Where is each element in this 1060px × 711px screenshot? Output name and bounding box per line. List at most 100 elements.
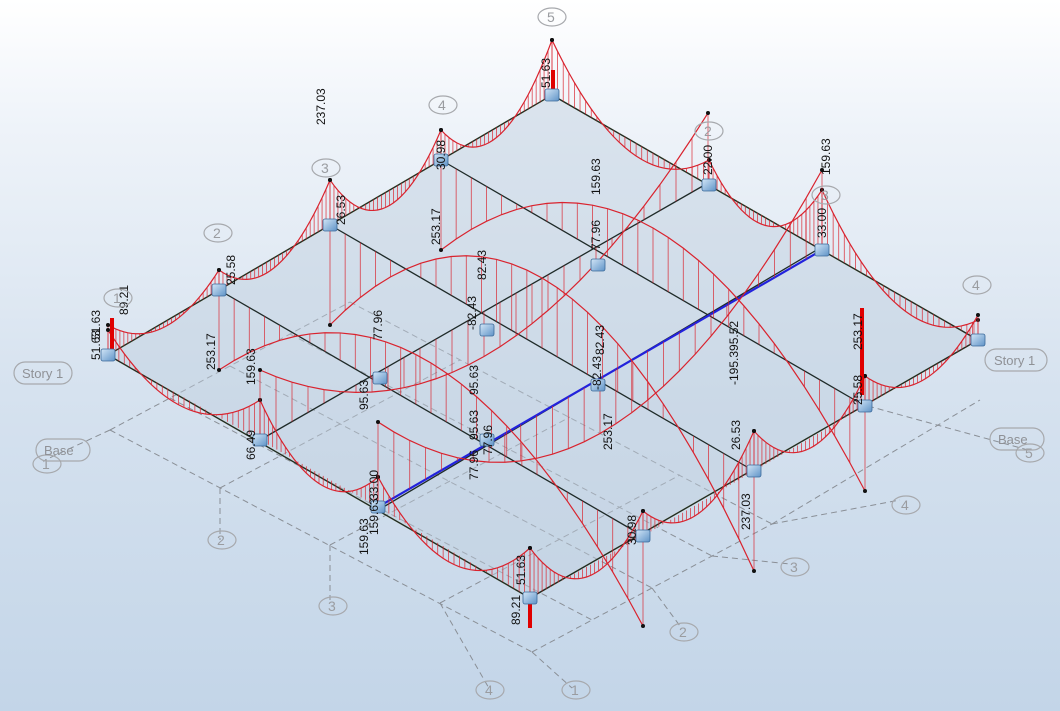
support-node[interactable] — [100, 348, 116, 362]
base-grid — [44, 301, 1029, 691]
support-node[interactable] — [252, 433, 268, 447]
moment-value: 159.63 — [819, 138, 833, 175]
support-node[interactable] — [746, 464, 762, 478]
moment-value: 237.03 — [314, 88, 328, 125]
support-node[interactable] — [372, 371, 388, 385]
svg-text:2: 2 — [217, 532, 225, 548]
bubble-story-back-right-2: 2 — [694, 121, 724, 141]
moment-diagram — [550, 38, 711, 185]
bubble-base-front-right-2: 2 — [669, 622, 699, 642]
bubble-base-front-right-3: 3 — [780, 557, 810, 577]
moment-value: 26.53 — [729, 420, 743, 450]
svg-text:4: 4 — [485, 682, 493, 698]
moment-value: -195.395.52 — [727, 321, 741, 385]
moment-value: 253.17 — [204, 333, 218, 370]
svg-text:1: 1 — [42, 456, 50, 472]
svg-text:Story 1: Story 1 — [22, 366, 63, 381]
moment-value-labels: 51.63 237.03 30.98 26.53 25.58 89.21 51.63 253.… — [89, 58, 865, 625]
moment-value: 95.63 — [357, 380, 371, 410]
grid-bubbles: 5 4 3 2 1 2 3 4 1 2 3 4 1 2 3 4 5 — [32, 7, 1045, 700]
support-node[interactable] — [479, 433, 495, 447]
moment-value: 82.43 — [593, 325, 607, 355]
moment-value: 30.98 — [625, 515, 639, 545]
moment-value: 95.63 — [467, 410, 481, 440]
support-node[interactable] — [590, 258, 606, 272]
moment-value: 77.96 — [481, 425, 495, 455]
support-node[interactable] — [211, 283, 227, 297]
svg-text:Base: Base — [998, 432, 1028, 447]
moment-diagram — [258, 111, 710, 440]
svg-text:Base: Base — [44, 443, 74, 458]
moment-value: 77.96 — [467, 450, 481, 480]
support-node[interactable] — [857, 399, 873, 413]
svg-text:5: 5 — [547, 9, 555, 25]
support-node[interactable] — [590, 378, 606, 392]
svg-text:Story 1: Story 1 — [994, 353, 1035, 368]
moment-value: 82.43 — [475, 250, 489, 280]
moment-diagram — [376, 168, 824, 507]
support-nodes — [100, 88, 986, 605]
bubble-story-back-left-3: 3 — [311, 158, 341, 178]
moment-value: 159.63 — [357, 518, 371, 555]
bubble-base-front-right-1: 1 — [561, 680, 591, 700]
bubble-story-back-right-4: 4 — [962, 275, 992, 295]
support-node[interactable] — [544, 88, 560, 102]
svg-text:3: 3 — [821, 187, 829, 203]
bubble-base-left-1: 1 — [32, 454, 62, 474]
moment-value: 51.63 — [89, 310, 103, 340]
svg-text:1: 1 — [113, 290, 121, 306]
support-node[interactable] — [322, 218, 338, 232]
bubble-base-right-5: 5 — [1015, 443, 1045, 463]
moment-value: 237.03 — [739, 493, 753, 530]
support-node[interactable] — [814, 243, 830, 257]
moment-value: 25.58 — [851, 375, 865, 405]
support-node[interactable] — [370, 500, 386, 514]
moment-value: -82.43 — [590, 356, 604, 390]
svg-text:2: 2 — [704, 123, 712, 139]
bubble-base-front-left-2: 2 — [207, 530, 237, 550]
moment-value: 253.17 — [851, 313, 865, 350]
base-label-left: Base — [35, 438, 91, 462]
moment-value: 77.96 — [589, 220, 603, 250]
support-node[interactable] — [970, 333, 986, 347]
moment-value: 253.17 — [601, 413, 615, 450]
moment-value: 159.63 — [244, 348, 258, 385]
support-node[interactable] — [522, 591, 538, 605]
base-label-right: Base — [989, 427, 1045, 451]
svg-text:3: 3 — [328, 598, 336, 614]
moment-value: 253.17 — [429, 208, 443, 245]
moment-value: 51.63 — [514, 555, 528, 585]
moment-value: 159.63 — [589, 158, 603, 195]
moment-value: 77.96 — [371, 310, 385, 340]
moment-diagram — [439, 160, 867, 493]
bubble-story-back-left-4: 4 — [428, 95, 458, 115]
story-label-left: Story 1 — [13, 361, 73, 385]
slab-surface[interactable] — [106, 94, 980, 599]
moment-value: -82.43 — [465, 296, 479, 330]
bubble-base-front-left-3: 3 — [318, 596, 348, 616]
support-node[interactable] — [479, 323, 495, 337]
moment-diagram — [328, 225, 756, 573]
support-node[interactable] — [635, 529, 651, 543]
support-node[interactable] — [433, 153, 449, 167]
svg-text:4: 4 — [901, 497, 909, 513]
bubble-base-front-left-4: 4 — [475, 680, 505, 700]
moment-value: 51.63 — [89, 330, 103, 360]
moment-value: 30.98 — [434, 140, 448, 170]
support-node[interactable] — [701, 178, 717, 192]
svg-text:3: 3 — [790, 559, 798, 575]
moment-value: 95.63 — [467, 365, 481, 395]
moment-value: 66.49 — [244, 430, 258, 460]
moment-value: 25.58 — [224, 255, 238, 285]
moment-value: 159.63 — [367, 498, 381, 535]
moment-value: 33.00 — [367, 470, 381, 500]
moment-value: 89.21 — [509, 595, 523, 625]
svg-text:3: 3 — [321, 160, 329, 176]
bubble-story-back-left-2: 2 — [203, 223, 233, 243]
moment-value: 51.63 — [539, 58, 553, 88]
story-label-right: Story 1 — [984, 348, 1048, 372]
moment-value: 33.00 — [815, 208, 829, 238]
svg-text:4: 4 — [972, 277, 980, 293]
bubble-story-back-left-1: 1 — [103, 288, 133, 308]
